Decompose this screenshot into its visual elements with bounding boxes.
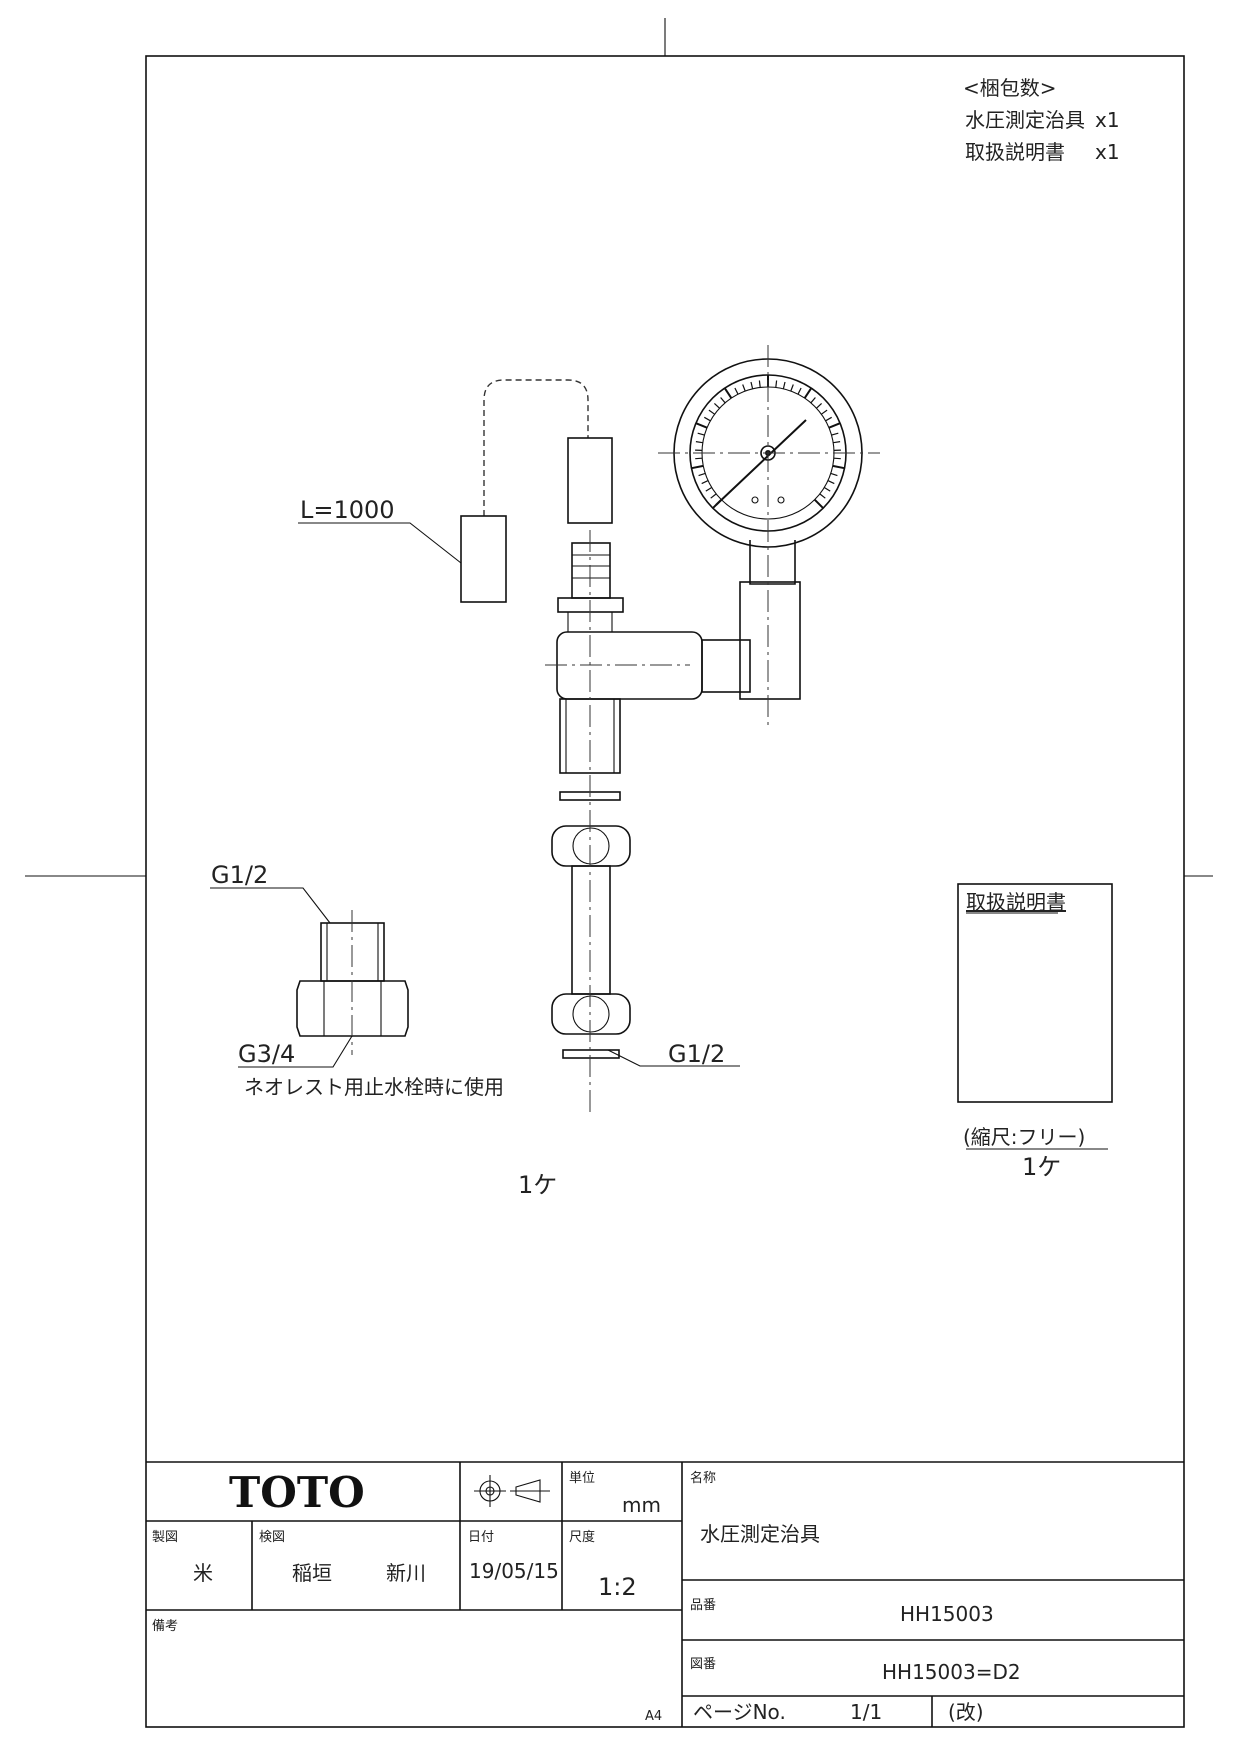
gauge-tick bbox=[821, 409, 828, 415]
packing-item-name: 水圧測定治具 bbox=[965, 108, 1085, 132]
union-fitting bbox=[551, 825, 631, 1059]
gauge-tick bbox=[710, 493, 717, 499]
drawing-number-label: 図番 bbox=[690, 1657, 716, 1672]
gauge-tick bbox=[697, 432, 705, 436]
gauge-tick bbox=[704, 416, 711, 422]
gauge-tick bbox=[830, 472, 838, 477]
manual-sheet bbox=[957, 883, 1113, 1103]
gauge-tick bbox=[797, 387, 802, 395]
checker-value-1: 稲垣 bbox=[292, 1561, 332, 1585]
gauge-tick bbox=[695, 422, 708, 429]
unit-label: 単位 bbox=[569, 1470, 595, 1486]
unit-value: mm bbox=[622, 1493, 661, 1517]
manual-title: 取扱説明書 bbox=[966, 890, 1066, 914]
part-number: HH15003 bbox=[900, 1602, 994, 1626]
adapter-hex-nut bbox=[296, 980, 409, 1037]
gauge-tick bbox=[691, 464, 704, 470]
gauge-tick bbox=[833, 457, 841, 460]
nut-bottom bbox=[551, 993, 631, 1035]
date-value: 19/05/15 bbox=[469, 1559, 559, 1583]
manual-scale-note: (縮尺:フリー) bbox=[963, 1125, 1085, 1149]
hose-length-label: L=1000 bbox=[300, 496, 395, 524]
gauge-tick bbox=[713, 402, 720, 409]
gauge-tick bbox=[701, 480, 709, 485]
drafter-label: 製図 bbox=[152, 1530, 178, 1545]
gauge-tick bbox=[823, 486, 831, 492]
date-label: 日付 bbox=[468, 1530, 494, 1545]
hose-section-left bbox=[460, 515, 507, 603]
gauge-tick bbox=[833, 441, 841, 444]
gauge-tick bbox=[803, 387, 813, 399]
gauge-tick bbox=[695, 457, 703, 460]
packing-list: <梱包数> 水圧測定治具 x1 取扱説明書 x1 bbox=[963, 76, 1120, 164]
gauge-scale bbox=[691, 375, 845, 509]
hose-section-right bbox=[567, 437, 613, 524]
fitting-thread-label: G1/2 bbox=[668, 1040, 725, 1068]
paper-size: A4 bbox=[645, 1709, 662, 1724]
adapter-usage-note: ネオレスト用止水栓時に使用 bbox=[244, 1075, 504, 1099]
gauge-tick bbox=[827, 480, 835, 485]
elbow-neck bbox=[701, 639, 751, 693]
gauge-tick bbox=[775, 380, 778, 388]
product-name: 水圧測定治具 bbox=[700, 1522, 820, 1546]
gauge-tick bbox=[810, 397, 816, 404]
name-label: 名称 bbox=[690, 1470, 716, 1486]
scale-label: 尺度 bbox=[569, 1529, 595, 1545]
remarks-label: 備考 bbox=[152, 1618, 178, 1634]
washer-bottom bbox=[562, 1049, 620, 1059]
manual-quantity: 1ケ bbox=[1022, 1153, 1061, 1181]
gauge-tick bbox=[742, 384, 746, 392]
gauge-tick bbox=[705, 486, 713, 492]
gauge-tick bbox=[758, 380, 761, 388]
packing-heading: <梱包数> bbox=[963, 76, 1057, 100]
scale-value: 1:2 bbox=[598, 1573, 637, 1601]
drafter-value: 米 bbox=[193, 1561, 213, 1585]
main-quantity: 1ケ bbox=[518, 1171, 557, 1199]
gauge-tick bbox=[816, 402, 823, 409]
gauge-stem bbox=[739, 581, 801, 700]
gauge-tick bbox=[698, 472, 706, 477]
hose-assembly bbox=[460, 379, 613, 603]
revision-mark: (改) bbox=[948, 1700, 984, 1724]
gauge-tick bbox=[708, 409, 715, 415]
gauge-needle bbox=[715, 419, 807, 506]
center-lines bbox=[351, 345, 880, 1112]
packing-item-name: 取扱説明書 bbox=[965, 140, 1065, 164]
hose-hidden-line bbox=[483, 379, 589, 516]
page-number: 1/1 bbox=[850, 1700, 882, 1724]
gauge-tick bbox=[723, 387, 733, 399]
gauge-tick bbox=[720, 397, 726, 404]
adapter-top-thread-label: G1/2 bbox=[211, 861, 268, 889]
adapter-bottom-thread-label: G3/4 bbox=[238, 1040, 295, 1068]
gauge-tick bbox=[832, 464, 845, 470]
checker-label: 検図 bbox=[259, 1530, 285, 1545]
page-label: ページNo. bbox=[693, 1700, 786, 1724]
checker-value-2: 新川 bbox=[386, 1561, 426, 1585]
gauge-tick bbox=[828, 422, 841, 429]
gauge-tick bbox=[819, 493, 826, 499]
drawing-number: HH15003=D2 bbox=[882, 1660, 1021, 1684]
manual-figure: 取扱説明書 (縮尺:フリー) 1ケ bbox=[957, 883, 1113, 1181]
gauge-tick bbox=[695, 441, 703, 444]
gauge-tick bbox=[750, 381, 754, 389]
gauge-tick bbox=[813, 498, 824, 509]
title-block: TOTO 単位 mm 名称 水圧測定治具 製図 米 検図 稲垣 新川 日付 19… bbox=[146, 1461, 1184, 1727]
gauge-tick bbox=[782, 381, 786, 389]
part-number-label: 品番 bbox=[690, 1598, 716, 1613]
union-pipe bbox=[571, 865, 611, 995]
gauge-tick bbox=[825, 416, 832, 422]
nut-top bbox=[551, 825, 631, 867]
packing-item-qty: x1 bbox=[1095, 140, 1120, 164]
projection-symbol bbox=[474, 1475, 550, 1507]
company-logo: TOTO bbox=[229, 1468, 365, 1517]
hose-barb bbox=[571, 542, 611, 599]
gauge-tick bbox=[831, 432, 839, 436]
gauge-tick bbox=[790, 384, 794, 392]
packing-item-qty: x1 bbox=[1095, 108, 1120, 132]
gauge-tick bbox=[734, 387, 739, 395]
gauge-fitting bbox=[556, 542, 801, 801]
leaders bbox=[210, 522, 740, 1068]
